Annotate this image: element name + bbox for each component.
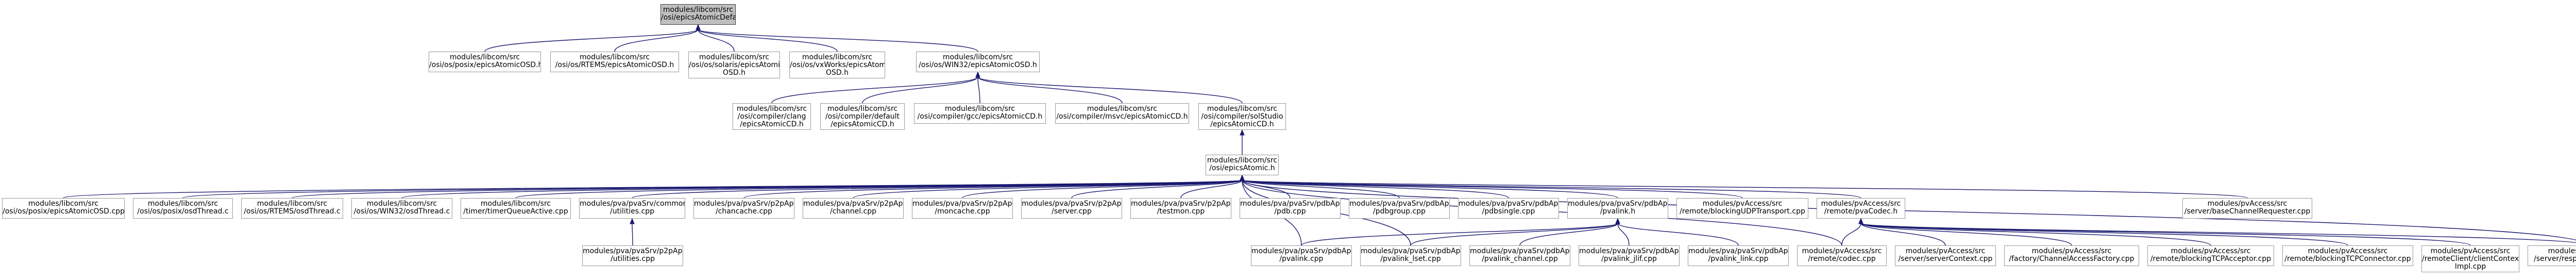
edge-n6-n5	[771, 76, 978, 104]
edge-n9-n5	[977, 76, 1123, 104]
node-blockingTCPConnector-cpp[interactable]: modules/pvAccess/src/remote/blockingTCPC…	[2282, 245, 2413, 266]
node-timerQueueActive-cpp[interactable]: modules/libcom/src/timer/timerQueueActiv…	[461, 198, 571, 219]
node-p2pApp-utilities-cpp[interactable]: modules/pva/pvaSrv/p2pApp/utilities.cpp	[582, 245, 683, 266]
node-common-utilities-cpp[interactable]: modules/pva/pvaSrv/common/utilities.cpp	[579, 198, 685, 219]
edge-n1-n0	[484, 29, 699, 52]
arrowhead-n30-n17	[630, 218, 635, 224]
edge-n4-n0	[698, 29, 838, 52]
edge-n31-n26	[1301, 223, 1618, 246]
node-channel-cpp[interactable]: modules/pva/pvaSrv/p2pApp/channel.cpp	[803, 198, 904, 219]
node-ChannelAccessFactory-cpp[interactable]: modules/pvAccess/src/factory/ChannelAcce…	[2004, 245, 2139, 266]
edge-n19-n11	[853, 179, 1243, 199]
node-testmon-cpp[interactable]: modules/pva/pvaSrv/p2pApp/testmon.cpp	[1130, 198, 1231, 219]
node-win32-epicsAtomicOSD-h[interactable]: modules/libcom/src/osi/os/WIN32/epicsAto…	[916, 52, 1040, 72]
node-server-cpp[interactable]: modules/pva/pvaSrv/p2pApp/server.cpp	[1021, 198, 1122, 219]
node-epicsAtomicDefault-h[interactable]: modules/libcom/src/osi/epicsAtomicDefaul…	[660, 4, 736, 25]
edge-n10-n5	[977, 76, 1243, 104]
node-vxworks-epicsAtomicOSD-h[interactable]: modules/libcom/src/osi/os/vxWorks/epicsA…	[789, 52, 885, 78]
node-blockingTCPAcceptor-cpp[interactable]: modules/pvAccess/src/remote/blockingTCPA…	[2147, 245, 2274, 266]
edge-n22-n11	[1180, 179, 1243, 199]
edge-n32-n26	[1410, 223, 1618, 246]
arrowhead-n42-n28	[1858, 218, 1863, 224]
edge-n40-n28	[1860, 223, 2348, 246]
node-baseChannelRequester-cpp[interactable]: modules/pvAccess/src/server/baseChannelR…	[2182, 198, 2312, 219]
node-pvalink-link-cpp[interactable]: modules/pva/pvaSrv/pdbApp/pvalink_link.c…	[1688, 245, 1789, 266]
edge-n3-n0	[698, 29, 735, 52]
node-pvalink-h[interactable]: modules/pva/pvaSrv/pdbApp/pvalink.h	[1567, 198, 1668, 219]
node-posix-epicsAtomicOSD-cpp[interactable]: modules/libcom/src/osi/os/posix/epicsAto…	[2, 198, 125, 219]
node-pvalink-channel-cpp[interactable]: modules/pva/pvaSrv/pdbApp/pvalink_channe…	[1469, 245, 1570, 266]
node-posix-epicsAtomicOSD-h[interactable]: modules/libcom/src/osi/os/posix/epicsAto…	[429, 52, 541, 72]
edge-n35-n26	[1617, 223, 1739, 246]
node-serverContext-cpp[interactable]: modules/pvAccess/src/server/serverContex…	[1895, 245, 1996, 266]
node-win32-osdThread-c[interactable]: modules/libcom/src/osi/os/WIN32/osdThrea…	[351, 198, 452, 219]
node-gcc-epicsAtomicCD-h[interactable]: modules/libcom/src/osi/compiler/gcc/epic…	[914, 103, 1046, 124]
node-rtems-epicsAtomicOSD-h[interactable]: modules/libcom/src/osi/os/RTEMS/epicsAto…	[550, 52, 679, 72]
node-responseHandlers-cpp[interactable]: modules/pvAccess/src/server/responseHand…	[2528, 245, 2576, 266]
edge-n25-n11	[1242, 179, 1509, 199]
node-pvaCodec-h[interactable]: modules/pvAccess/src/remote/pvaCodec.h	[1817, 198, 1905, 219]
node-rtems-osdThread-c[interactable]: modules/libcom/src/osi/os/RTEMS/osdThrea…	[241, 198, 343, 219]
edge-n8-n5	[977, 76, 980, 104]
edge-n24-n11	[1242, 179, 1400, 199]
edge-n2-n0	[614, 29, 699, 52]
node-clang-epicsAtomicCD-h[interactable]: modules/libcom/src/osi/compiler/clang/ep…	[733, 103, 811, 130]
node-pdbgroup-cpp[interactable]: modules/pva/pvaSrv/pdbApp/pdbgroup.cpp	[1349, 198, 1450, 219]
edge-n28-n11	[1242, 179, 1861, 199]
node-chancache-cpp[interactable]: modules/pva/pvaSrv/p2pApp/chancache.cpp	[693, 198, 794, 219]
edge-n34-n26	[1617, 223, 1630, 246]
node-solaris-epicsAtomicOSD-h[interactable]: modules/libcom/src/osi/os/solaris/epicsA…	[688, 52, 780, 78]
edge-n7-n5	[862, 76, 978, 104]
node-pdb-cpp[interactable]: modules/pva/pvaSrv/pdbApp/pdb.cpp	[1240, 198, 1341, 219]
node-clientContextImpl-cpp[interactable]: modules/pvAccess/src/remoteClient/client…	[2421, 245, 2519, 272]
node-pvalink-lset-cpp[interactable]: modules/pva/pvaSrv/pdbApp/pvalink_lset.c…	[1360, 245, 1461, 266]
node-pdbsingle-cpp[interactable]: modules/pva/pvaSrv/pdbApp/pdbsingle.cpp	[1458, 198, 1559, 219]
arrowhead-n35-n26	[1615, 218, 1620, 224]
edge-n42-n28	[1860, 223, 2576, 243]
node-blockingUDPTransport-cpp[interactable]: modules/pvAccess/src/remote/blockingUDPT…	[1676, 198, 1808, 219]
node-moncache-cpp[interactable]: modules/pva/pvaSrv/p2pApp/moncache.cpp	[912, 198, 1013, 219]
arrowhead-n10-n5	[975, 71, 980, 78]
node-pvalink-jlif-cpp[interactable]: modules/pva/pvaSrv/pdbApp/pvalink_jlif.c…	[1579, 245, 1680, 266]
edge-n37-n28	[1860, 223, 1946, 246]
edge-n20-n11	[962, 179, 1243, 199]
arrowhead-n5-n0	[696, 24, 701, 30]
node-codec-cpp[interactable]: modules/pvAccess/src/remote/codec.cpp	[1797, 245, 1887, 266]
node-default-epicsAtomicCD-h[interactable]: modules/libcom/src/osi/compiler/default/…	[820, 103, 905, 130]
edge-n5-n0	[698, 29, 978, 52]
edge-n36-n28	[1841, 223, 1861, 246]
node-pvalink-cpp[interactable]: modules/pva/pvaSrv/pdbApp/pvalink.cpp	[1251, 245, 1352, 266]
node-epicsAtomic-h[interactable]: modules/libcom/src/osi/epicsAtomic.h	[1206, 155, 1279, 175]
node-solstudio-epicsAtomicCD-h[interactable]: modules/libcom/src/osi/compiler/solStudi…	[1198, 103, 1286, 130]
node-msvc-epicsAtomicCD-h[interactable]: modules/libcom/src/osi/compiler/msvc/epi…	[1055, 103, 1189, 124]
edge-n26-n11	[1242, 179, 1618, 199]
node-posix-osdThread-c[interactable]: modules/libcom/src/osi/os/posix/osdThrea…	[133, 198, 233, 219]
edge-n13-n11	[182, 179, 1243, 199]
edge-n38-n28	[1860, 223, 2072, 246]
arrowhead-n42-n11	[1240, 174, 1245, 181]
edge-n29-n11	[1242, 179, 2248, 199]
edge-n30-n17	[632, 223, 633, 246]
edge-n21-n11	[1071, 179, 1243, 199]
arrowhead-n11-n10	[1240, 129, 1245, 136]
edge-n33-n26	[1519, 223, 1618, 246]
edge-n39-n28	[1860, 223, 2211, 246]
edge-n42-n11	[1242, 179, 2576, 241]
